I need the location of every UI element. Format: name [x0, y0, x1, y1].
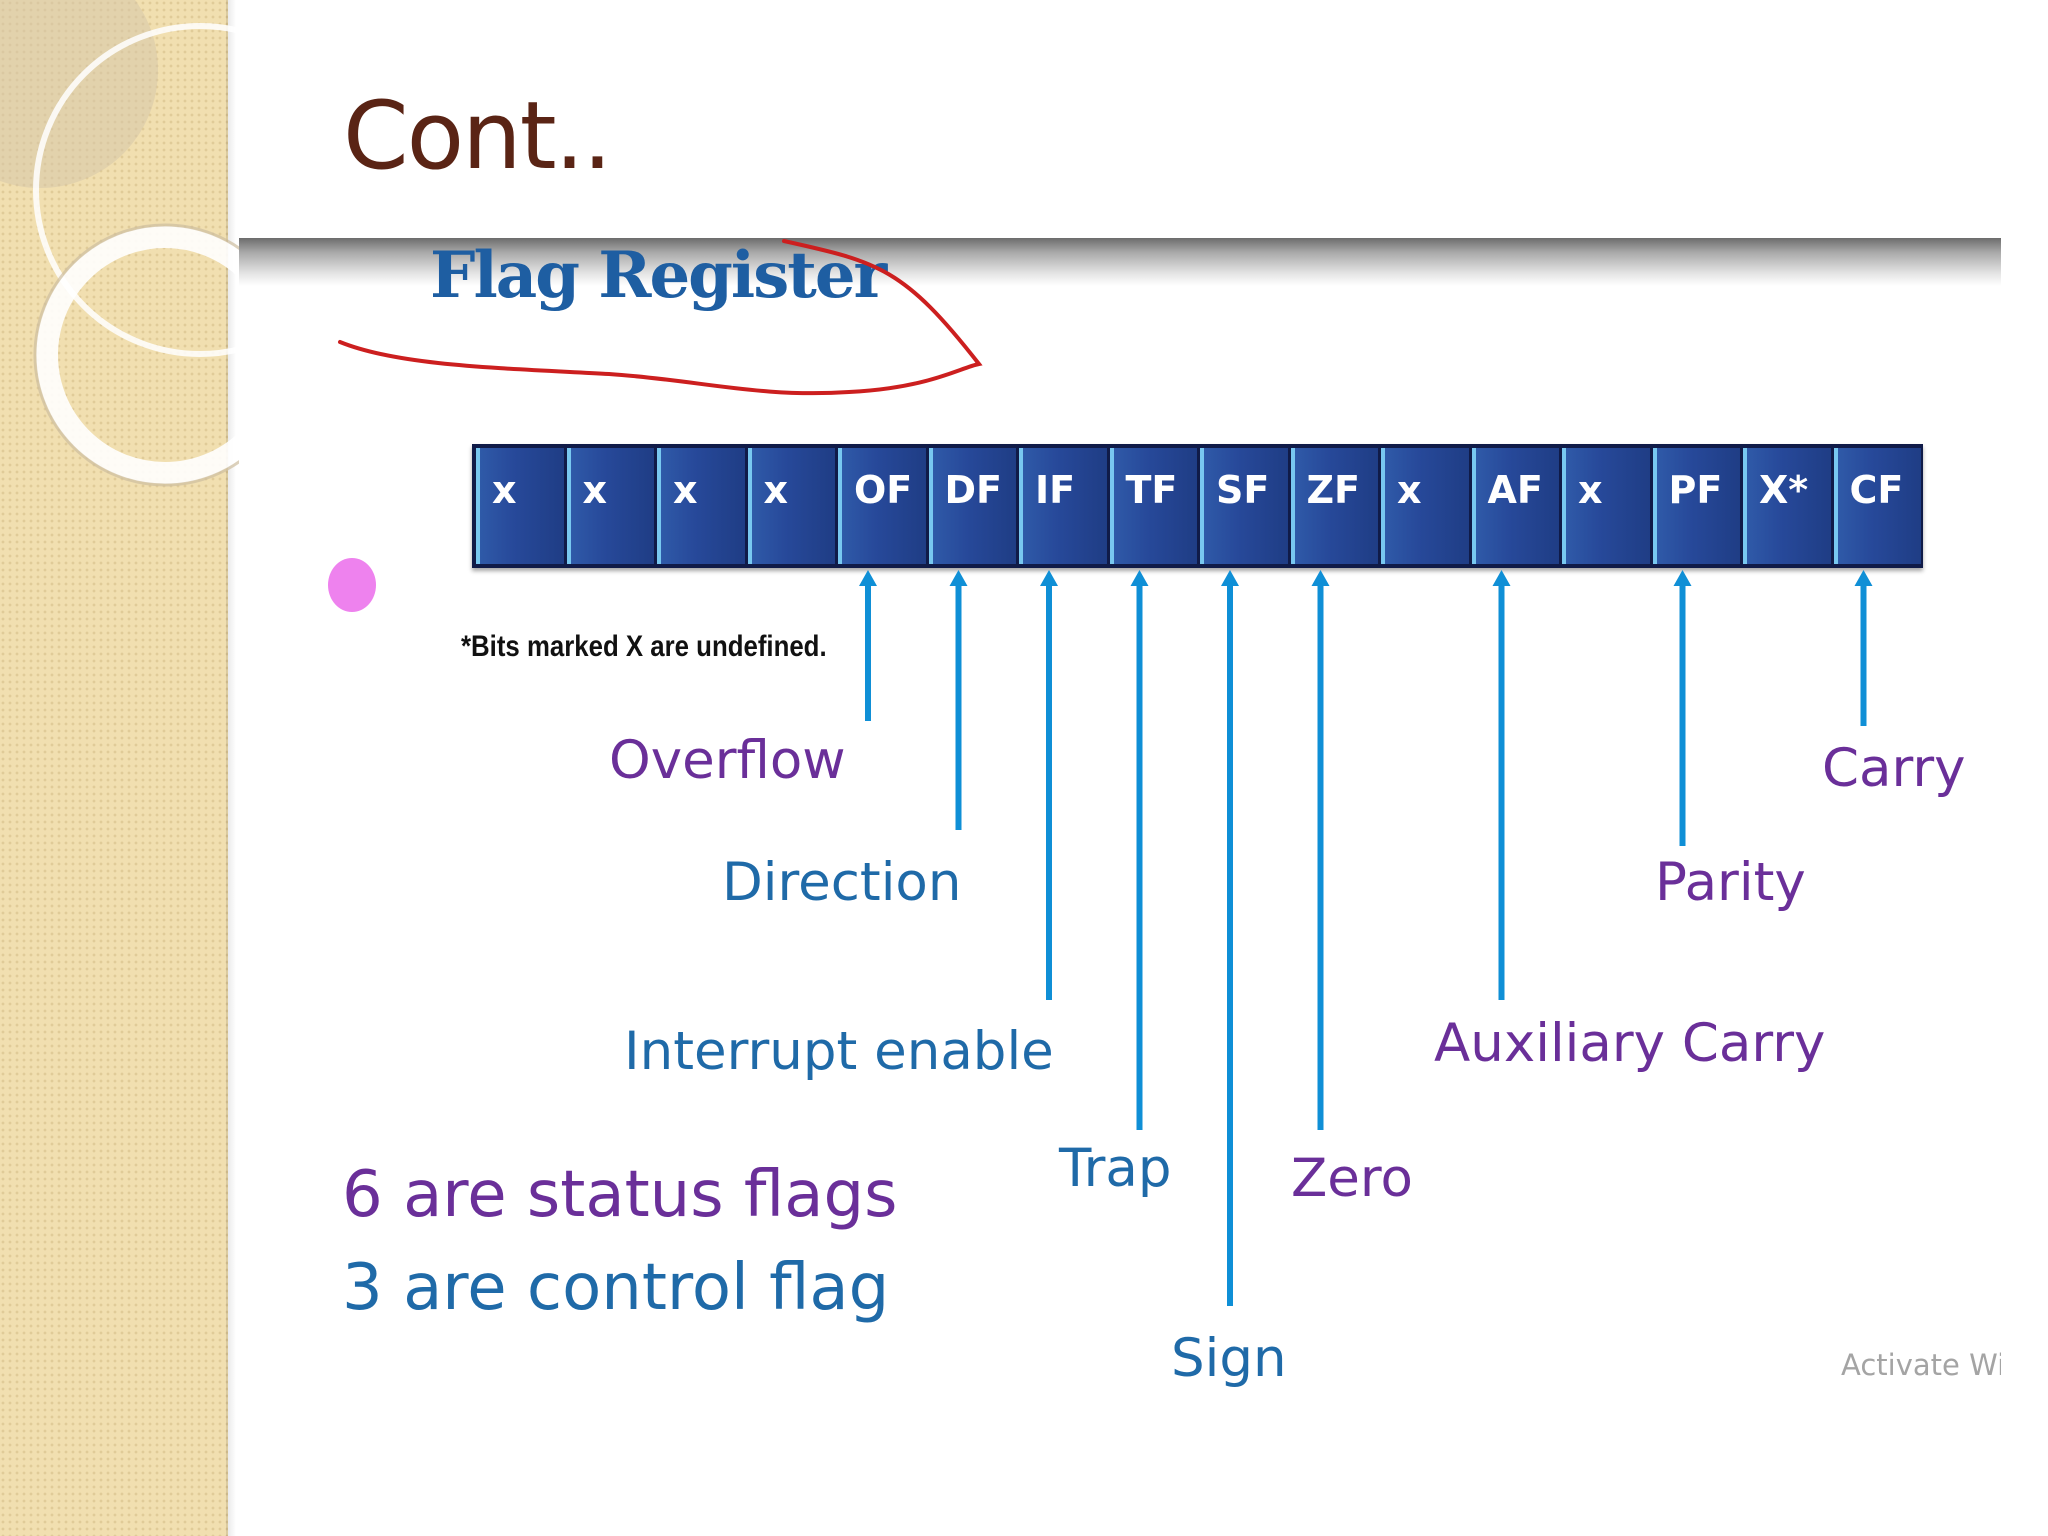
arrowhead-of — [859, 570, 877, 586]
register-bit-pf: PF — [1652, 448, 1740, 564]
register-bit-x: x — [747, 448, 835, 564]
flag-label-carry: Carry — [1822, 738, 1966, 799]
register-bit-x-star: X* — [1743, 448, 1831, 564]
arrowhead-zf — [1311, 570, 1330, 586]
register-bit-sf: SF — [1200, 448, 1288, 564]
register-bit-label: PF — [1668, 468, 1723, 512]
register-bit-label: ZF — [1306, 468, 1361, 512]
arrowhead-pf — [1673, 570, 1692, 586]
flag-label-interrupt-enable: Interrupt enable — [624, 1021, 1054, 1082]
flag-label-overflow: Overflow — [609, 730, 846, 791]
arrowhead-af — [1492, 570, 1511, 586]
activation-watermark: Activate Win — [1841, 1348, 2001, 1382]
flag-register-diagram: Flag Register *Bits marked X are undefin… — [239, 238, 2001, 1402]
register-bit-label: x — [673, 468, 698, 512]
decorative-ring-large — [33, 23, 240, 357]
decorative-ring-small — [36, 226, 240, 484]
register-bit-label: x — [763, 468, 789, 512]
register-bit-label: AF — [1487, 468, 1543, 512]
register-bit-zf: ZF — [1290, 448, 1378, 564]
register-bit-label: SF — [1216, 468, 1270, 512]
bullet-dot — [328, 558, 376, 612]
slide-title: Cont.. — [343, 82, 612, 191]
register-bit-x: x — [1381, 448, 1469, 564]
arrowhead-if — [1040, 570, 1058, 586]
flag-label-sign: Sign — [1171, 1328, 1287, 1389]
undefined-bits-note: *Bits marked X are undefined. — [461, 630, 827, 663]
arrowhead-tf — [1130, 570, 1149, 586]
frame-top-shadow — [239, 238, 2001, 286]
flag-label-auxiliary-carry: Auxiliary Carry — [1434, 1013, 1826, 1074]
flag-label-zero: Zero — [1291, 1148, 1413, 1209]
register-bit-df: DF — [928, 448, 1016, 564]
register-bit-label: CF — [1849, 468, 1904, 512]
register-bit-label: x — [1397, 468, 1422, 512]
flag-label-direction: Direction — [722, 852, 962, 913]
register-bit-label: x — [492, 468, 517, 512]
register-bit-label: IF — [1035, 468, 1076, 512]
register-bit-label: X* — [1759, 468, 1809, 512]
register-bit-label: x — [582, 468, 608, 512]
register-bit-label: x — [1578, 468, 1603, 512]
flag-label-trap: Trap — [1059, 1138, 1172, 1199]
arrowhead-cf — [1854, 570, 1873, 586]
register-bit-x: x — [476, 448, 564, 564]
register-bit-if: IF — [1019, 448, 1107, 564]
register-bit-x: x — [657, 448, 745, 564]
flag-label-parity: Parity — [1655, 852, 1806, 913]
flag-register-bar: x x x x OF DF IF TF SF ZF x AF x PF X* CF — [472, 444, 1923, 568]
register-bit-x: x — [566, 448, 654, 564]
flag-arrows — [338, 239, 1873, 1306]
register-bit-x: x — [1562, 448, 1650, 564]
arrowhead-df — [949, 570, 968, 586]
register-bit-tf: TF — [1109, 448, 1197, 564]
register-bit-af: AF — [1471, 448, 1559, 564]
control-flags-count: 3 are control flag — [342, 1251, 890, 1325]
register-bit-label: OF — [854, 468, 913, 512]
register-bit-cf: CF — [1833, 448, 1921, 564]
decorative-ring-small-edge — [33, 223, 240, 487]
register-bit-label: DF — [944, 468, 1003, 512]
arrowhead-sf — [1221, 570, 1239, 586]
status-flags-count: 6 are status flags — [342, 1158, 898, 1232]
register-bit-label: TF — [1125, 468, 1178, 512]
decorative-disc — [0, 0, 158, 188]
diagram-heading: Flag Register — [430, 238, 887, 313]
sidebar-edge-shadow — [226, 0, 236, 1536]
register-bit-of: OF — [838, 448, 926, 564]
red-annotation-loop — [338, 239, 983, 396]
decorative-rings — [0, 0, 240, 487]
